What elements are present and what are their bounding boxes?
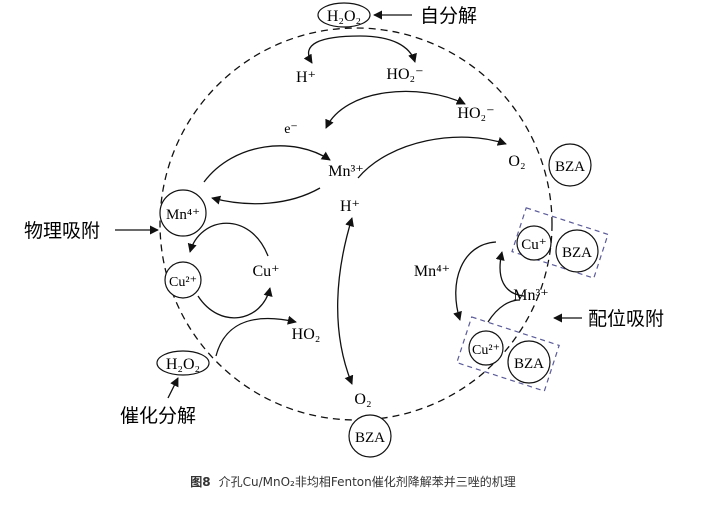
ho2-top-label: HO₂⁻: [386, 66, 423, 83]
mn3-to-o2-top-arrow: [357, 136, 507, 179]
h2o2-top-oval: [317, 2, 371, 28]
cu2-right-circle: [468, 330, 504, 366]
electron-transfer-arrow: [203, 145, 331, 183]
mn4-to-cu2-arrow: [187, 222, 269, 257]
catalytic-decomp-arrow: [167, 377, 179, 399]
bza-top-circle: [548, 143, 592, 187]
cu-to-mn4-arrow: [453, 241, 497, 321]
h-plus-o2-arrow: [337, 217, 354, 385]
bza-top-label: BZA: [555, 159, 585, 175]
bza-right-bottom-label: BZA: [514, 356, 544, 372]
mn3-center-label: Mn³⁺: [328, 163, 363, 180]
h2o2-bottom-oval: [156, 350, 210, 376]
cu2-to-cu-arrow: [197, 287, 273, 319]
figure-number: 图8: [190, 475, 211, 489]
coordination-adsorption-label: 配位吸附: [588, 308, 664, 330]
cu-plus-right-circle: [516, 225, 552, 261]
cu2-left-label: Cu²⁺: [169, 275, 197, 290]
o2-bottom-label: O₂: [354, 391, 371, 408]
physical-adsorption-label: 物理吸附: [24, 220, 100, 242]
h2o2-to-ho2-arrow: [215, 315, 297, 357]
mn3-right-label: Mn³⁺: [513, 287, 548, 304]
h2o2-bottom-label: H₂O₂: [166, 356, 200, 373]
h-plus-top-label: H⁺: [296, 69, 316, 86]
catalytic-decomp-label: 催化分解: [120, 405, 196, 427]
mn3-to-cu-arrow: [495, 251, 525, 297]
h2o2-top-label: H₂O₂: [327, 8, 361, 25]
mn3-to-mn4-arrow: [211, 187, 321, 205]
particle-boundary: [159, 27, 553, 421]
self-decomp-label: 自分解: [420, 5, 477, 27]
cu2-left-circle: [164, 261, 202, 299]
bza-right-top-circle: [555, 229, 599, 273]
o2-top-label: O₂: [508, 153, 525, 170]
bza-right-top-label: BZA: [562, 245, 592, 261]
cu2-to-mn3-arrow: [487, 299, 521, 323]
mn4-left-circle: [159, 189, 207, 237]
figure-caption-text: 介孔Cu/MnO₂非均相Fenton催化剂降解苯并三唑的机理: [218, 475, 516, 489]
cu2-right-label: Cu²⁺: [472, 343, 500, 358]
cu-plus-right-label: Cu⁺: [521, 237, 546, 253]
mn4-left-label: Mn⁴⁺: [166, 207, 200, 223]
ho2-bottom-label: HO₂: [292, 326, 321, 343]
h2o2-split-arrow: [303, 35, 417, 64]
h-plus-center-label: H⁺: [340, 198, 360, 215]
ho2-mid-label: HO₂⁻: [457, 105, 494, 122]
cu-plus-left-label: Cu⁺: [252, 263, 279, 280]
complex-box-top: [511, 207, 609, 279]
bza-bottom-label: BZA: [355, 430, 385, 446]
mn4-right-label: Mn⁴⁺: [414, 263, 450, 280]
complex-box-bottom: [456, 316, 560, 392]
mn3-to-ho2-arrow: [325, 90, 466, 129]
bza-right-bottom-circle: [507, 340, 551, 384]
e-minus-label: e⁻: [284, 122, 298, 137]
bza-bottom-circle: [348, 414, 392, 458]
figure-caption: 图8 介孔Cu/MnO₂非均相Fenton催化剂降解苯并三唑的机理: [0, 473, 706, 490]
